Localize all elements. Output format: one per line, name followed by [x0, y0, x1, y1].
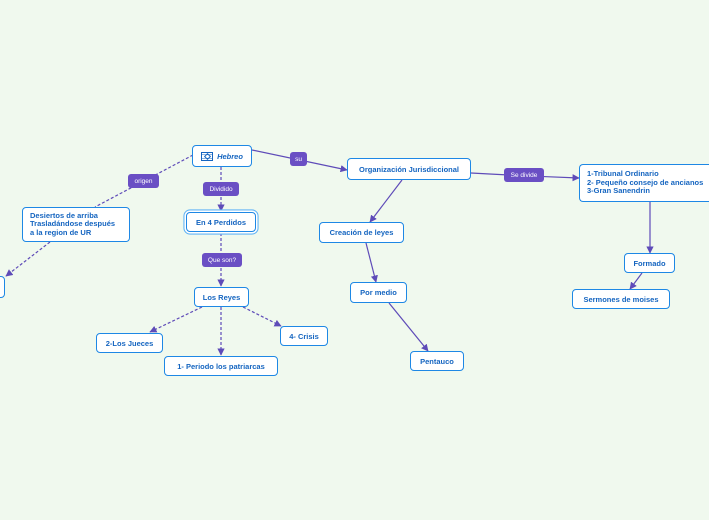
edge-desiertos-offscreen — [5, 241, 51, 277]
node-sermones-label: Sermones de moises — [583, 294, 659, 304]
node-los-reyes[interactable]: Los Reyes — [194, 287, 249, 307]
node-creacion[interactable]: Creación de leyes — [319, 222, 404, 243]
node-formado-label: Formado — [633, 258, 666, 268]
edge-label-se-divide-text: Se divide — [510, 171, 538, 179]
edge-organizacion-creacion — [369, 179, 403, 223]
node-patriarcas-label: 1- Periodo los patriarcas — [177, 361, 265, 371]
edge-label-origen-text: origen — [134, 177, 153, 185]
node-tribunales-label: 1-Tribunal Ordinario 2- Pequeño consejo … — [587, 169, 704, 196]
node-en-4-perdidos[interactable]: En 4 Perdidos — [186, 212, 256, 232]
node-por-medio[interactable]: Por medio — [350, 282, 407, 303]
edge-label-que-son: Que son? — [202, 253, 242, 267]
node-jueces-label: 2-Los Jueces — [105, 338, 154, 348]
node-reyes-label: Los Reyes — [202, 292, 241, 302]
israel-flag-icon — [201, 151, 214, 161]
node-sermones[interactable]: Sermones de moises — [572, 289, 670, 309]
node-patriarcas[interactable]: 1- Periodo los patriarcas — [164, 356, 278, 376]
edge-formado-sermones — [629, 272, 643, 290]
node-formado[interactable]: Formado — [624, 253, 675, 273]
edge-reyes-crisis — [242, 306, 282, 327]
node-organizacion[interactable]: Organización Jurisdiccional — [347, 158, 471, 180]
node-offscreen-left[interactable] — [0, 276, 5, 298]
edge-pormedio-pentauco — [388, 302, 429, 352]
node-desiertos[interactable]: Desiertos de arriba Trasladándose despué… — [22, 207, 130, 242]
edge-reyes-jueces — [149, 306, 203, 333]
node-crisis-label: 4- Crisis — [289, 331, 319, 341]
edge-label-que-son-text: Que son? — [207, 256, 237, 264]
node-organizacion-label: Organización Jurisdiccional — [358, 164, 460, 174]
node-desiertos-label: Desiertos de arriba Trasladándose despué… — [30, 210, 116, 237]
edge-creacion-pormedio — [365, 242, 378, 283]
node-hebreo[interactable]: Hebreo — [192, 145, 252, 167]
node-pentauco-label: Pentauco — [420, 356, 454, 366]
node-por-medio-label: Por medio — [360, 288, 397, 297]
node-creacion-label: Creación de leyes — [329, 228, 394, 237]
edge-label-su: su — [290, 152, 307, 166]
edge-label-origen: origen — [128, 174, 159, 188]
node-los-jueces[interactable]: 2-Los Jueces — [96, 333, 163, 353]
node-hebreo-label: Hebreo — [217, 151, 243, 161]
node-tribunales[interactable]: 1-Tribunal Ordinario 2- Pequeño consejo … — [579, 164, 709, 202]
edge-label-se-divide: Se divide — [504, 168, 544, 182]
node-crisis[interactable]: 4- Crisis — [280, 326, 328, 346]
edge-label-su-text: su — [295, 155, 302, 163]
edge-label-dividido-text: Dividido — [209, 185, 233, 193]
node-en4-label: En 4 Perdidos — [195, 217, 246, 227]
node-pentauco[interactable]: Pentauco — [410, 351, 464, 371]
edge-label-dividido: Dividido — [203, 182, 239, 196]
